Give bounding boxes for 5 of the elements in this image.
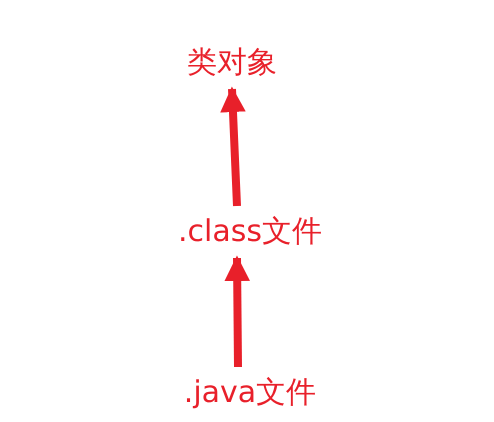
- arrow: [220, 86, 246, 206]
- arrow: [224, 255, 250, 368]
- java-file-label: .java文件: [182, 375, 318, 411]
- class-file-label: .class文件: [176, 214, 324, 250]
- class-object-label: 类对象: [185, 45, 279, 81]
